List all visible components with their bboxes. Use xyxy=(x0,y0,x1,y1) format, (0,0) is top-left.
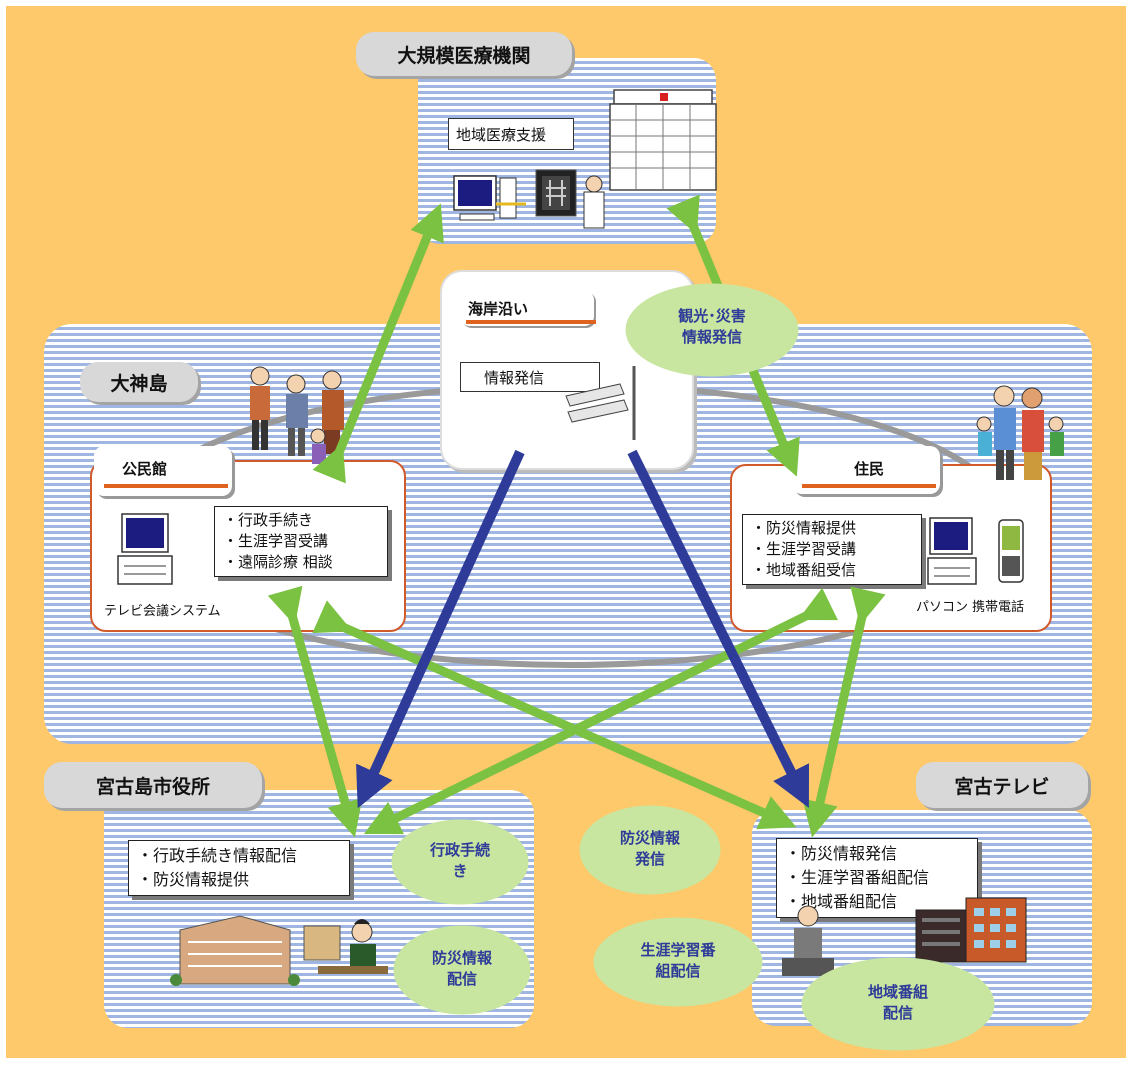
cloud-admin-text: 行政手続 き xyxy=(410,840,510,882)
tv-service-list: ・防災情報発信 ・生涯学習番組配信 ・地域番組配信 xyxy=(776,838,978,918)
arrow-coast-to-tv xyxy=(627,449,810,808)
hospital-computer-icon xyxy=(453,175,526,221)
tv-item: ・生涯学習番組配信 xyxy=(785,868,930,887)
arrow-kominkan-to-hospital xyxy=(312,203,444,484)
cloud-shogai xyxy=(593,917,763,1007)
cloud-shogai-text: 生涯学習番 組配信 xyxy=(618,940,738,982)
cloud-bosai-hasshin xyxy=(579,805,721,895)
city-hall-item: ・防災情報提供 xyxy=(137,870,250,889)
kominkan-item: ・遠隔診療 相談 xyxy=(223,553,333,571)
kominkan-service-list: ・行政手続き ・生涯学習受講 ・遠隔診療 相談 xyxy=(214,506,388,577)
city-hall-building-icon xyxy=(170,915,300,986)
tv-station-building-icon xyxy=(915,897,1027,963)
videoconf-computer-icon xyxy=(117,513,173,585)
ogamijima-title-tab: 大神島 xyxy=(80,362,198,402)
clerk-desk-icon xyxy=(303,919,388,974)
cloud-line: 観光･災害 xyxy=(678,307,746,325)
jumin-item: ・防災情報提供 xyxy=(751,519,857,537)
cloud-line: 配信 xyxy=(882,1004,913,1022)
coast-title-tab: 海岸沿い xyxy=(460,290,596,326)
cloud-line: 発信 xyxy=(634,850,665,868)
cloud-admin xyxy=(391,819,529,905)
hospital-title-tab: 大規模医療機関 xyxy=(356,32,572,76)
jumin-item: ・生涯学習受講 xyxy=(751,540,857,558)
arrow-jumin-to-cityhall xyxy=(363,587,839,835)
tv-operator-icon xyxy=(782,905,834,976)
cloud-line: 情報発信 xyxy=(681,328,742,346)
tv-item: ・地域番組配信 xyxy=(785,892,898,911)
cloud-chiiki-text: 地域番組 配信 xyxy=(848,982,948,1024)
cloud-tourism xyxy=(625,283,799,377)
city-hall-item: ・行政手続き情報配信 xyxy=(137,846,298,865)
kominkan-title: 公民館 xyxy=(122,460,168,478)
hospital-support-text: 地域医療支援 xyxy=(456,126,547,144)
mobile-phone-icon xyxy=(998,519,1024,583)
jumin-title-tab: 住民 xyxy=(792,446,940,494)
cloud-bosai-haishin-text: 防災情報 配信 xyxy=(412,948,512,990)
kominkan-title-underline xyxy=(104,484,228,488)
cloud-line: 生涯学習番 xyxy=(640,941,716,959)
coast-info-box xyxy=(460,362,600,392)
cloud-bosai-hasshin-text: 防災情報 発信 xyxy=(600,828,700,870)
jumin-title: 住民 xyxy=(854,460,885,478)
tv-item: ・防災情報発信 xyxy=(785,844,898,863)
tv-title-tab: 宮古テレビ xyxy=(916,762,1088,808)
kominkan-item: ・生涯学習受講 xyxy=(223,532,329,550)
cloud-tourism-text: 観光･災害 情報発信 xyxy=(652,306,772,348)
kominkan-caption: テレビ会議システム xyxy=(104,604,221,619)
jumin-item: ・地域番組受信 xyxy=(751,561,857,579)
cloud-line: 組配信 xyxy=(655,962,701,980)
cloud-line: 地域番組 xyxy=(867,983,928,1001)
kominkan-title-tab: 公民館 xyxy=(94,446,232,496)
family-icon xyxy=(976,385,1064,480)
cloud-bosai-haishin xyxy=(393,925,531,1015)
jumin-title-underline xyxy=(802,484,936,488)
coast-info-text: 情報発信 xyxy=(484,369,545,387)
coast-title: 海岸沿い xyxy=(468,300,529,318)
cloud-line: 防災情報 xyxy=(619,829,680,847)
kominkan-item: ・行政手続き xyxy=(223,511,314,529)
coast-title-underline xyxy=(466,320,596,324)
pc-icon xyxy=(927,517,977,585)
cloud-line: 行政手続 xyxy=(429,841,490,859)
doctor-xray-icon xyxy=(535,169,605,229)
arrow-coast-to-cityhall xyxy=(356,449,525,809)
city-hall-service-list: ・行政手続き情報配信 ・防災情報提供 xyxy=(128,840,350,896)
hospital-support-label xyxy=(448,118,574,150)
jumin-caption: パソコン 携帯電話 xyxy=(916,600,1025,615)
jumin-service-list: ・防災情報提供 ・生涯学習受講 ・地域番組受信 xyxy=(742,514,922,585)
hospital-building-icon xyxy=(609,89,717,191)
cloud-line: 防災情報 xyxy=(431,949,492,967)
cloud-chiiki xyxy=(801,957,995,1051)
signboard-icon xyxy=(565,366,636,440)
cloud-line: き xyxy=(452,862,468,880)
cloud-line: 配信 xyxy=(446,970,477,988)
city-hall-title-tab: 宮古島市役所 xyxy=(44,762,262,808)
